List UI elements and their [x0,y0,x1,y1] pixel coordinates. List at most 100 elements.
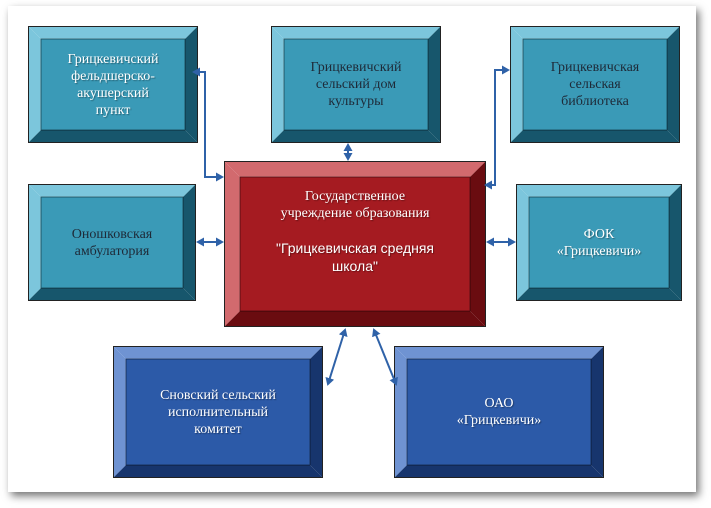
box-face [523,39,667,130]
box-school-center: Государственное учреждение образования "… [224,161,486,327]
label-line: «Грицкевичи» [556,243,642,259]
bevel-bottom [28,130,198,143]
box-outline [113,346,323,478]
box-face [284,39,428,130]
box-face [126,359,310,465]
connector-feldsher [192,67,224,182]
label-line: исполнительный [167,404,269,420]
bevel-left [113,346,126,478]
box-outline [516,184,682,301]
box-inner-outline [406,358,592,466]
bevel-right [183,184,196,301]
box-face [41,39,185,130]
box-frame [113,346,323,478]
box-frame [28,26,198,143]
box-frame [516,184,682,301]
box-frame [28,184,196,301]
bevel-bottom [113,465,323,478]
label-line: культуры [328,94,384,109]
label-line: Оношковская [71,226,153,242]
box-label: Сновский сельский исполнительный комитет [129,360,307,464]
bevel-top [28,26,198,39]
bevel-top [113,346,323,359]
bevel-top [516,184,682,197]
box-label: Грицкевичская сельская библиотека [524,38,666,131]
bevel-right [591,346,604,478]
box-inner-outline [528,196,670,289]
box-frame [510,26,680,143]
label-line: фельдшерско- [71,68,155,84]
label-line: комитет [194,421,242,437]
label-line: «Грицкевичи» [456,413,542,428]
label-line: Грицкевичский [67,51,159,67]
connector-oao [372,328,398,386]
bevel-left [510,26,523,143]
label-line: сельская [569,77,621,92]
box-label: ФОК «Грицкевичи» [530,196,668,289]
bevel-bottom [224,311,486,327]
bevel-left [224,161,240,327]
box-outline [510,26,680,143]
bevel-bottom [28,288,196,301]
label-line: Сновский сельский [160,387,276,403]
center-school-name: "Грицкевичская средняя школа" [242,237,468,277]
box-ambulatoria: Оношковская амбулатория [28,184,196,301]
connector-biblioteka [484,65,510,190]
box-feldsher-punkt: Грицкевичский фельдшерско- акушерский пу… [28,26,198,143]
center-name-line: "Грицкевичская средняя [275,240,435,256]
label-line: библиотека [561,94,629,109]
bevel-right [428,26,441,143]
box-inner-outline [239,176,471,312]
bevel-bottom [394,465,604,478]
box-inner-outline [125,358,311,466]
label-line: амбулатория [74,243,150,259]
label-line: пункт [95,102,131,118]
bevel-top [510,26,680,39]
box-outline [28,184,196,301]
box-label: Грицкевичский фельдшерско- акушерский пу… [42,38,184,131]
bevel-right [669,184,682,301]
connector-ispolkom [325,328,348,386]
box-oao: ОАО «Грицкевичи» [394,346,604,478]
bevel-right [470,161,486,327]
box-inner-outline [40,38,186,131]
connectors [192,65,516,386]
box-face [529,197,669,288]
box-outline [224,161,486,327]
bevel-top [224,161,486,177]
box-inner-outline [283,38,429,131]
label-line: Грицкевичский [310,60,402,75]
bevel-right [310,346,323,478]
center-title: Государственное учреждение образования [242,187,468,223]
box-inner-outline [522,38,668,131]
label-line: ФОК [583,226,615,242]
box-label: ОАО «Грицкевичи» [410,360,588,464]
bevel-bottom [510,130,680,143]
box-face [41,197,183,288]
bevel-left [28,184,41,301]
center-title-line: учреждение образования [280,206,430,221]
box-frame [224,161,486,327]
box-frame [271,26,441,143]
bevel-top [271,26,441,39]
bevel-bottom [271,130,441,143]
bevel-bottom [516,288,682,301]
label-line: ОАО [484,396,514,411]
diagram-card: Грицкевичский фельдшерско- акушерский пу… [8,6,696,492]
box-dom-kultury: Грицкевичский сельский дом культуры [271,26,441,143]
label-line: Грицкевичская [550,60,640,75]
label-line: акушерский [77,85,149,101]
label-line: сельский дом [315,77,397,92]
box-face [240,177,470,311]
bevel-top [394,346,604,359]
box-ispolkom: Сновский сельский исполнительный комитет [113,346,323,478]
bevel-top [28,184,196,197]
bevel-left [28,26,41,143]
box-face [407,359,591,465]
box-label: Грицкевичский сельский дом культуры [285,38,427,131]
box-label: Оношковская амбулатория [42,196,182,289]
bevel-left [271,26,284,143]
box-outline [394,346,604,478]
box-inner-outline [40,196,184,289]
center-name-line: школа" [332,258,378,274]
